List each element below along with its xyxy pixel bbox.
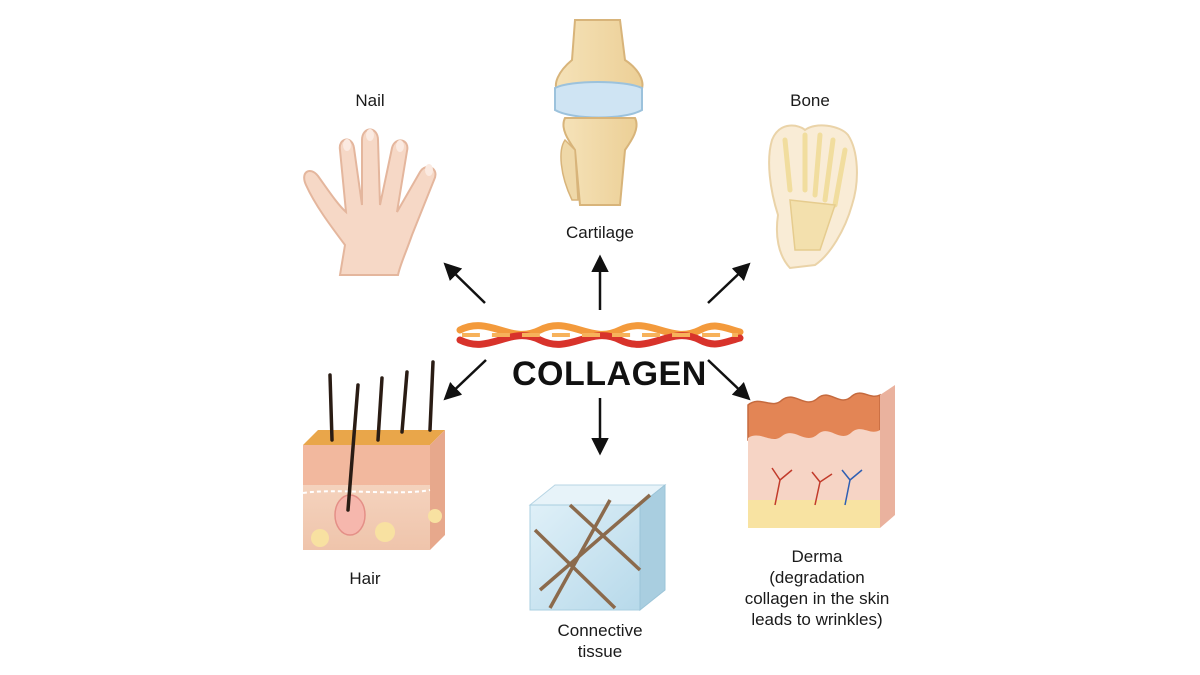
label-connective-tissue: Connective tissue bbox=[530, 620, 670, 662]
hair-skin-block-icon bbox=[302, 360, 445, 550]
label-derma-line3: collagen in the skin bbox=[744, 589, 890, 608]
label-cartilage: Cartilage bbox=[565, 223, 635, 242]
foot-bone-icon bbox=[768, 124, 858, 270]
collagen-title: COLLAGEN bbox=[512, 355, 707, 393]
arrows bbox=[443, 254, 751, 456]
arrow-to-nail bbox=[443, 262, 486, 304]
label-nail: Nail bbox=[355, 91, 385, 110]
knee-joint-icon bbox=[554, 19, 644, 206]
label-connective-line1: Connective bbox=[557, 621, 643, 640]
label-derma-line4: leads to wrinkles) bbox=[751, 610, 883, 629]
arrow-to-derma bbox=[707, 359, 751, 401]
collagen-fiber-icon bbox=[456, 322, 744, 348]
connective-tissue-cube-icon bbox=[528, 483, 667, 612]
label-derma: Derma (degradation collagen in the skin … bbox=[728, 546, 906, 630]
label-connective-line2: tissue bbox=[577, 642, 623, 661]
derma-skin-block-icon bbox=[747, 385, 895, 528]
arrow-to-bone bbox=[707, 262, 751, 304]
hand-icon bbox=[303, 128, 437, 276]
label-hair: Hair bbox=[349, 569, 381, 588]
arrow-to-hair bbox=[443, 359, 487, 401]
label-bone: Bone bbox=[790, 91, 830, 110]
label-derma-line2: (degradation bbox=[769, 568, 865, 587]
label-derma-line1: Derma bbox=[791, 547, 843, 566]
